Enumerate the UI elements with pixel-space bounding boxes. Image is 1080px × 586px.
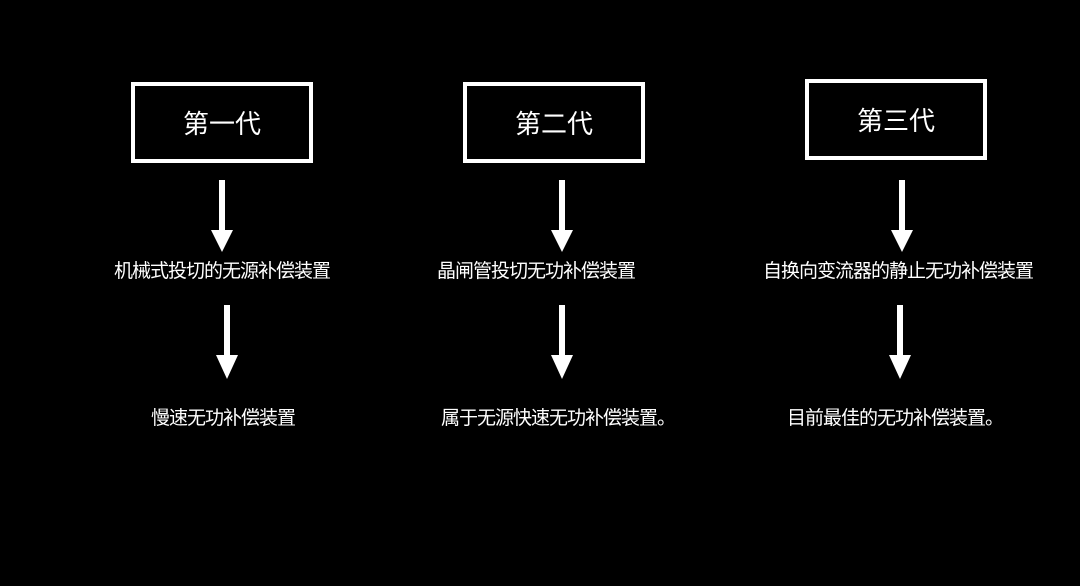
arrow-down-icon — [551, 180, 573, 252]
arrow-down-icon — [891, 180, 913, 252]
generation-1-step2: 慢速无功补偿装置 — [150, 407, 296, 429]
generation-2-step1: 晶闸管投切无功补偿装置 — [436, 260, 636, 282]
arrow-down-icon — [211, 180, 233, 252]
generation-3-step2: 目前最佳的无功补偿装置。 — [786, 407, 1004, 429]
arrow-down-icon — [889, 305, 911, 379]
generation-1-title-box: 第一代 — [131, 82, 313, 163]
generation-1-step1: 机械式投切的无源补偿装置 — [113, 260, 331, 282]
generation-2-step2: 属于无源快速无功补偿装置。 — [440, 407, 676, 429]
generation-3-step1: 自换向变流器的静止无功补偿装置 — [762, 260, 1034, 282]
arrow-down-icon — [551, 305, 573, 379]
generation-2-title-box: 第二代 — [463, 82, 645, 163]
arrow-down-icon — [216, 305, 238, 379]
generation-3-title-box: 第三代 — [805, 79, 987, 160]
